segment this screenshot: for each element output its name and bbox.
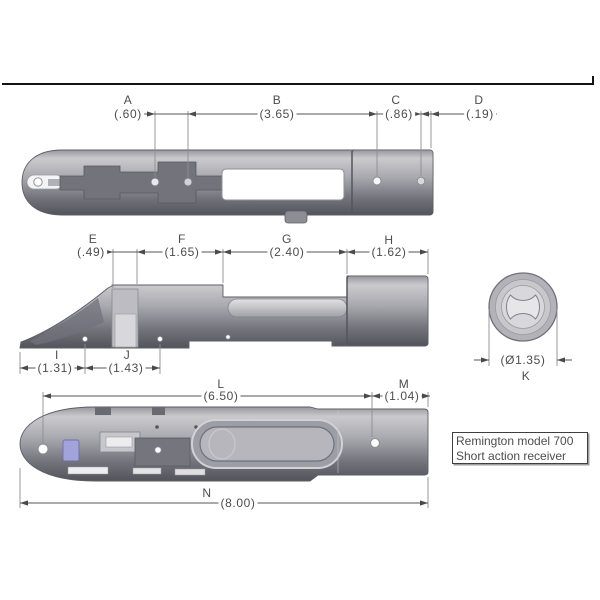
ejection-port-opening — [221, 168, 345, 201]
title-line-2: Short action receiver — [456, 448, 567, 463]
front-ring-side-view — [346, 275, 429, 347]
dim-A-value: (.60) — [112, 107, 144, 121]
magazine-latch — [62, 439, 80, 462]
dim-G-letter: G — [282, 232, 292, 246]
dim-C-value: (.86) — [383, 107, 415, 121]
dim-D-value: (.19) — [464, 107, 496, 121]
bolt-handle-notch — [284, 210, 308, 224]
dim-H-letter: H — [384, 233, 394, 247]
dim-B-value: (3.65) — [257, 107, 297, 121]
dim-N-value: (8.00) — [218, 496, 258, 510]
dim-N-letter: N — [202, 486, 212, 500]
top-view — [21, 149, 434, 224]
title-line-1: Remington model 700 — [456, 434, 574, 448]
dim-K-value: (Ø1.35) — [498, 353, 548, 367]
dim-B-letter: B — [272, 93, 282, 107]
rear-guard-screw-hole — [37, 443, 49, 455]
dim-M-value: (1.04) — [382, 389, 422, 403]
extension-lines — [19, 111, 558, 508]
sheet-border-corner-tick — [592, 76, 594, 85]
dim-I-value: (1.31) — [35, 361, 75, 375]
dim-J-value: (1.43) — [106, 361, 146, 375]
side-view — [19, 275, 429, 349]
end-view — [488, 272, 558, 342]
dim-I-letter: I — [55, 348, 59, 362]
dim-F-value: (1.65) — [162, 245, 202, 259]
dim-J-letter: J — [123, 348, 131, 362]
dim-G-value: (2.40) — [267, 245, 307, 259]
dim-H-value: (1.62) — [369, 245, 409, 259]
dim-A-letter: A — [123, 93, 133, 107]
dim-M-letter: M — [398, 377, 410, 391]
dim-E-value: (.49) — [75, 245, 107, 259]
sheet-border-line — [2, 83, 594, 85]
bottom-view — [19, 406, 429, 482]
dim-E-letter: E — [88, 232, 98, 246]
bolt-handle-slot — [114, 313, 137, 348]
dim-F-letter: F — [178, 232, 186, 246]
front-guard-screw-hole — [370, 438, 380, 448]
dim-L-value: (6.50) — [201, 389, 241, 403]
dim-D-letter: D — [474, 93, 484, 107]
dim-L-letter: L — [217, 377, 225, 391]
dim-K-letter: K — [521, 369, 531, 383]
title-block: Remington model 700 Short action receive… — [452, 432, 588, 464]
dim-C-letter: C — [391, 93, 401, 107]
tang-hole — [33, 177, 43, 187]
bolt-raceway-bore — [505, 294, 541, 320]
trigger-well — [134, 437, 191, 467]
dimension-arrows — [20, 111, 565, 506]
